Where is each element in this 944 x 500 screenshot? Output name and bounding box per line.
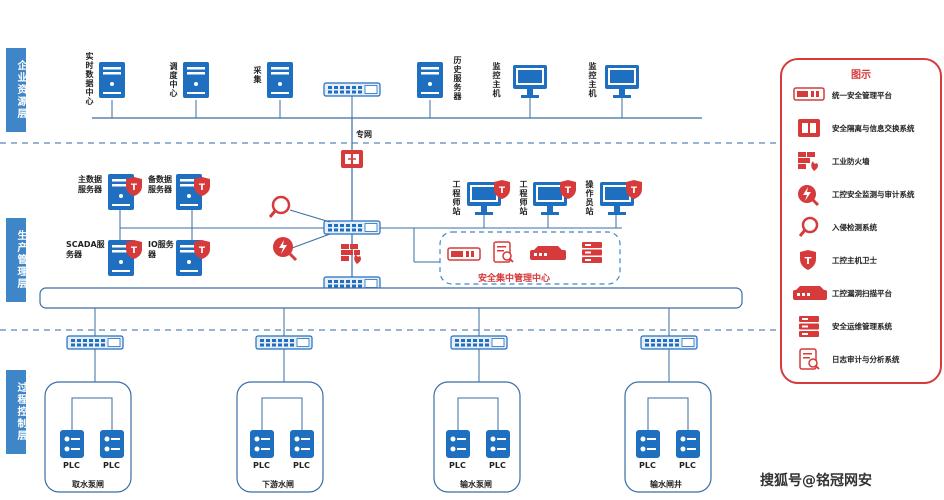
station-name: 取水泵闸: [72, 480, 104, 489]
label-engineer-2: 工程师站: [519, 180, 528, 216]
plc-icon: [250, 430, 274, 458]
ops-mgmt-icon: [582, 242, 602, 263]
ids-icon: [798, 216, 819, 237]
realtime-server-icon: [99, 62, 125, 98]
label-realtime: 实时数据中心: [85, 52, 94, 106]
legend-panel: 图示 统一安全管理平台 安全隔离与信息交换系统 工业防火墙 工控安全监测与审计系…: [780, 58, 942, 384]
monitor-audit-icon: [273, 237, 298, 262]
label-operator: 操作员站: [585, 180, 594, 216]
production-core-switch-icon: [323, 220, 381, 235]
log-audit-icon: [799, 348, 820, 370]
enterprise-switch-icon: [323, 82, 381, 97]
production-bus: [39, 287, 743, 309]
legend-label: 工业防火墙: [832, 157, 870, 166]
plc-label: PLC: [103, 461, 120, 470]
label-scada: SCADA服务器: [66, 240, 105, 259]
ids-icon: [268, 195, 291, 218]
security-center-caption: 安全集中管理中心: [478, 274, 551, 284]
monitor-host-icon: [513, 65, 547, 98]
label-main-db: 主数据服务器: [78, 175, 102, 194]
plc-label: PLC: [679, 461, 696, 470]
plc-icon: [290, 430, 314, 458]
label-dedicated-net: 专网: [356, 130, 372, 139]
log-audit-icon: [493, 241, 514, 263]
unified-platform-icon: [447, 247, 481, 261]
legend-label: 日志审计与分析系统: [832, 355, 900, 364]
label-history: 历史服务器: [453, 56, 462, 101]
legend-item: 安全隔离与信息交换系统: [792, 117, 937, 139]
plc-label: PLC: [293, 461, 310, 470]
legend-label: 工控主机卫士: [832, 256, 877, 265]
label-monitor-1: 监控主机: [492, 62, 501, 98]
station-box: [624, 381, 712, 493]
firewall-icon: [798, 152, 818, 171]
legend-item: 安全运维管理系统: [792, 315, 937, 337]
label-engineer-1: 工程师站: [452, 180, 461, 216]
plc-icon: [676, 430, 700, 458]
legend-label: 安全隔离与信息交换系统: [832, 124, 915, 133]
plc-label: PLC: [639, 461, 656, 470]
zone-label-process: 过程控制层: [6, 370, 26, 454]
plc-icon: [60, 430, 84, 458]
host-guard-icon: T: [800, 250, 816, 270]
legend-title: 图示: [851, 70, 871, 81]
legend-label: 工控漏洞扫描平台: [832, 289, 892, 298]
plc-label: PLC: [63, 461, 80, 470]
station-switch-icon: [255, 335, 313, 350]
vuln-scan-icon: [530, 246, 566, 260]
label-collect: 采集: [253, 66, 262, 84]
firewall-icon: [341, 244, 361, 264]
zone-label-production: 生产管理层: [6, 218, 26, 302]
legend-item: 统一安全管理平台: [792, 84, 937, 106]
monitor-audit-icon: [798, 185, 820, 207]
ops-mgmt-icon: [799, 316, 819, 337]
label-io: IO服务器: [148, 240, 174, 259]
legend-label: 统一安全管理平台: [832, 91, 892, 100]
station-switch-icon: [66, 335, 124, 350]
legend-item: 工业防火墙: [792, 150, 937, 172]
plc-label: PLC: [449, 461, 466, 470]
station-name: 输水泵闸: [460, 480, 492, 489]
unified-platform-icon: [793, 87, 825, 101]
dispatch-server-icon: [183, 62, 209, 98]
legend-item: 工控漏洞扫描平台: [792, 282, 937, 304]
isolation-gateway-icon: [798, 119, 820, 137]
legend-label: 入侵检测系统: [832, 223, 877, 232]
label-backup-db: 备数据服务器: [148, 175, 172, 194]
svg-text:T: T: [805, 256, 812, 267]
station-box: [44, 381, 132, 493]
label-dispatch: 调度中心: [169, 62, 178, 98]
plc-icon: [100, 430, 124, 458]
isolation-gateway-icon: [341, 150, 363, 168]
legend-item: 日志审计与分析系统: [792, 348, 937, 370]
vuln-scan-icon: [793, 286, 827, 300]
plc-label: PLC: [253, 461, 270, 470]
history-server-icon: [417, 62, 443, 98]
monitor-host-icon: [605, 65, 639, 98]
watermark: 搜狐号@铭冠网安: [760, 473, 872, 489]
plc-icon: [446, 430, 470, 458]
plc-icon: [486, 430, 510, 458]
collect-server-icon: [267, 62, 293, 98]
legend-label: 工控安全监测与审计系统: [832, 190, 915, 199]
legend-item: 工控安全监测与审计系统: [792, 183, 937, 207]
label-monitor-2: 监控主机: [588, 62, 597, 98]
legend-label: 安全运维管理系统: [832, 322, 892, 331]
legend-item: 入侵检测系统: [792, 216, 937, 238]
station-switch-icon: [450, 335, 508, 350]
station-name: 下游水闸: [262, 480, 294, 489]
station-switch-icon: [640, 335, 698, 350]
station-name: 输水闸井: [650, 480, 682, 489]
plc-icon: [636, 430, 660, 458]
legend-item: T 工控主机卫士: [792, 249, 937, 271]
plc-label: PLC: [489, 461, 506, 470]
zone-label-enterprise: 企业资源层: [6, 48, 26, 132]
